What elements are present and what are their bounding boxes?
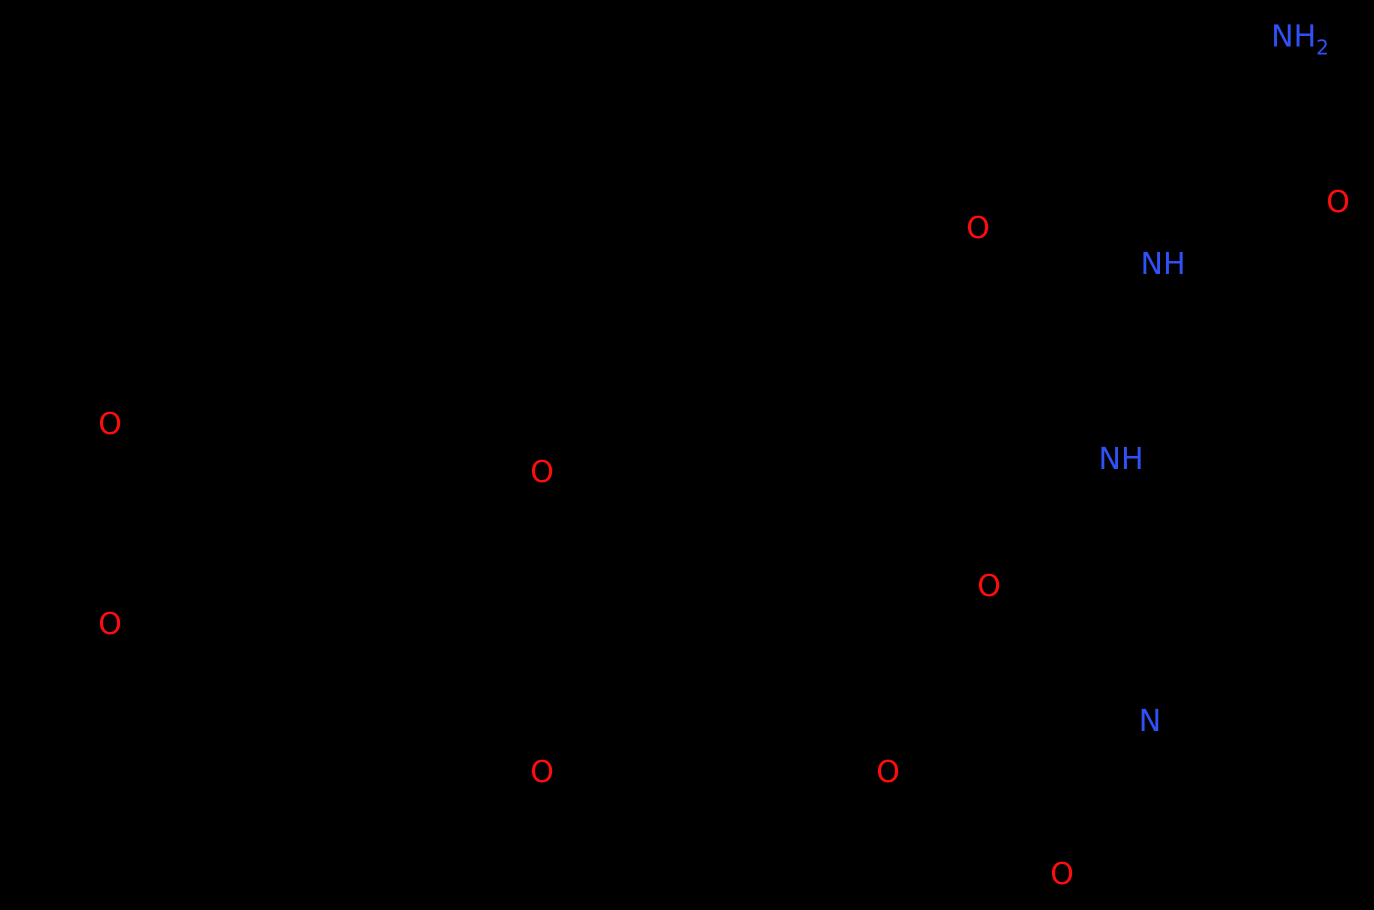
atom-label-o: O — [530, 455, 554, 490]
atom-label-o: O — [876, 755, 900, 790]
atom-label-o: O — [1050, 857, 1074, 892]
atom-label-n: N — [1138, 704, 1162, 739]
atom-label-n: NH — [1098, 442, 1144, 477]
atom-label-n: NH2 — [1271, 19, 1329, 60]
atom-label-o: O — [98, 607, 122, 642]
atom-label-o: O — [977, 569, 1001, 604]
atom-label-o: O — [98, 407, 122, 442]
atom-label-n: NH — [1140, 247, 1186, 282]
atom-label-o: O — [1326, 185, 1350, 220]
atom-label-o: O — [966, 211, 990, 246]
atom-label-o: O — [530, 755, 554, 790]
